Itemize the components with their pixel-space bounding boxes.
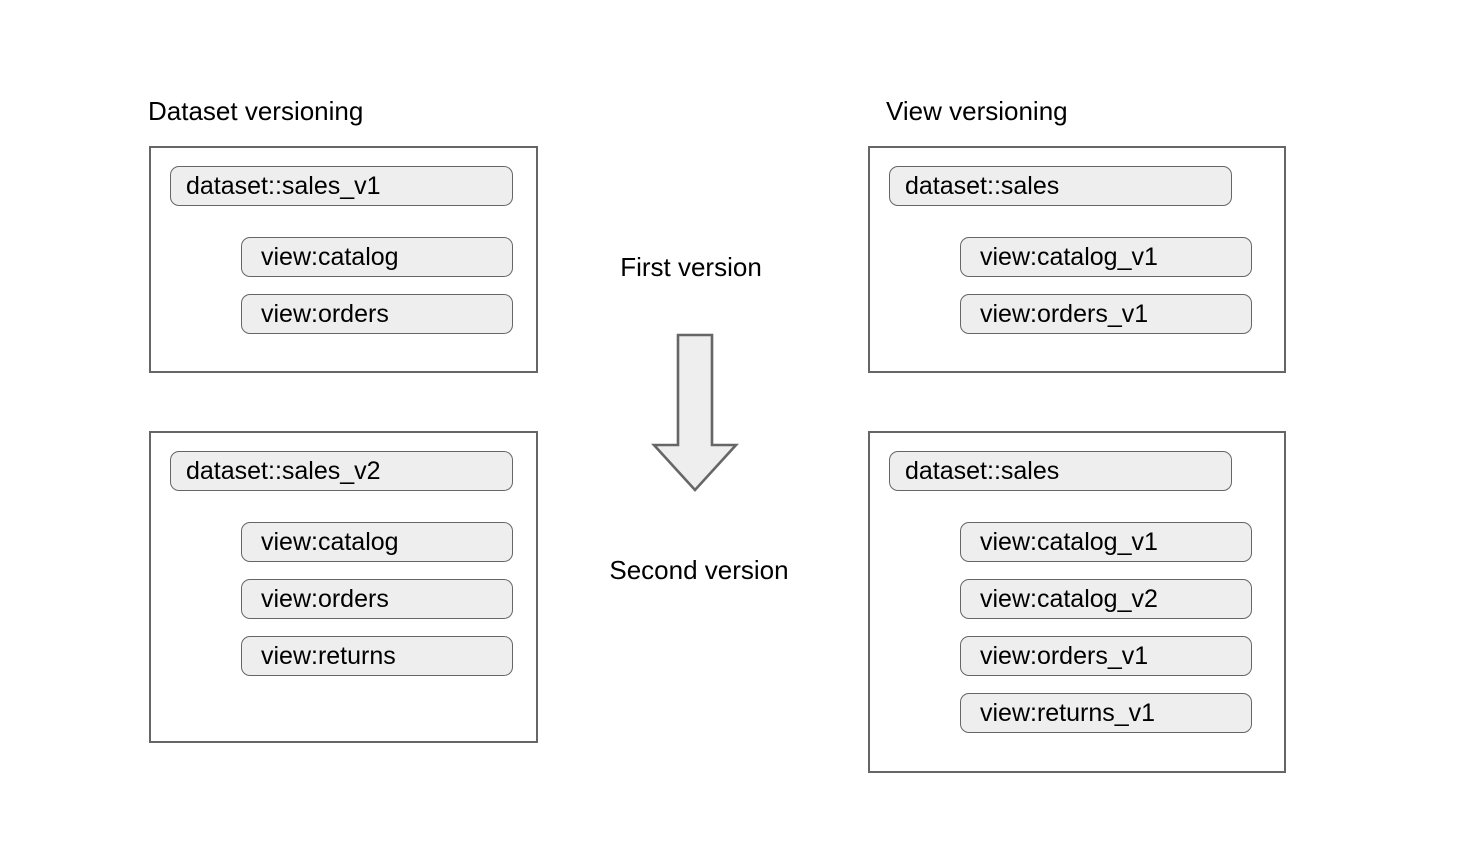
dataset-pill[interactable]: dataset::sales [889,166,1232,206]
arrow-down-icon [651,333,739,492]
view-pill[interactable]: view:orders [241,294,513,334]
second-version-label: Second version [609,555,789,585]
view-pill[interactable]: view:orders [241,579,513,619]
group-box-dataset-v2: dataset::sales_v2 view:catalog view:orde… [149,431,538,743]
view-pill[interactable]: view:returns [241,636,513,676]
view-pill[interactable]: view:catalog_v1 [960,237,1252,277]
first-version-label: First version [620,252,762,282]
view-pill[interactable]: view:catalog [241,237,513,277]
dataset-pill[interactable]: dataset::sales_v2 [170,451,513,491]
group-box-dataset-v1: dataset::sales_v1 view:catalog view:orde… [149,146,538,373]
view-pill[interactable]: view:returns_v1 [960,693,1252,733]
view-pill[interactable]: view:orders_v1 [960,294,1252,334]
dataset-pill[interactable]: dataset::sales_v1 [170,166,513,206]
column-title-view-versioning: View versioning [886,96,1068,126]
view-pill[interactable]: view:catalog_v2 [960,579,1252,619]
dataset-pill[interactable]: dataset::sales [889,451,1232,491]
column-title-dataset-versioning: Dataset versioning [148,96,364,126]
view-pill[interactable]: view:catalog [241,522,513,562]
view-pill[interactable]: view:orders_v1 [960,636,1252,676]
group-box-view-v1: dataset::sales view:catalog_v1 view:orde… [868,146,1286,373]
view-pill[interactable]: view:catalog_v1 [960,522,1252,562]
group-box-view-v2: dataset::sales view:catalog_v1 view:cata… [868,431,1286,773]
